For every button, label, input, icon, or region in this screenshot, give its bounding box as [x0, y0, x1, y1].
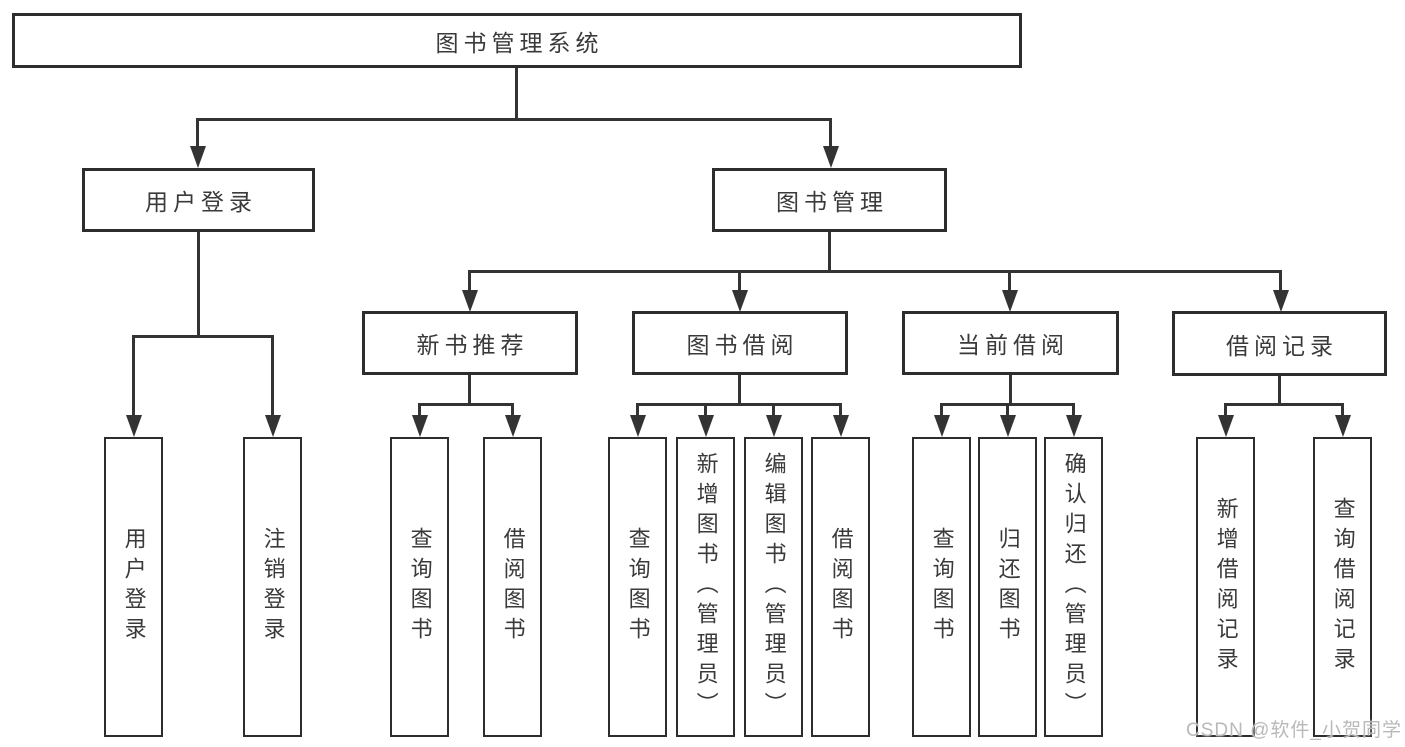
node-current-borrow: 当前借阅: [902, 311, 1119, 375]
arrow-down-icon: [1000, 415, 1016, 437]
arrow-down-icon: [934, 415, 950, 437]
node-user-login: 用户登录: [82, 168, 315, 232]
arrow-down-icon: [462, 290, 478, 312]
node-book-management: 图书管理: [712, 168, 947, 232]
leaf-records-add-record-label: 新增借阅记录: [1213, 497, 1239, 677]
connector-line: [1009, 375, 1012, 406]
arrow-down-icon: [833, 415, 849, 437]
connector-line: [1279, 270, 1282, 291]
leaf-logout-label: 注销登录: [260, 527, 286, 647]
connector-line: [515, 68, 518, 120]
leaf-current-return-books: 归还图书: [978, 437, 1037, 737]
connector-line: [418, 403, 421, 416]
leaf-records-add-record: 新增借阅记录: [1196, 437, 1255, 737]
node-current-borrow-label: 当前借阅: [957, 332, 1069, 358]
connector-line: [704, 403, 707, 416]
leaf-current-query-books-label: 查询图书: [929, 527, 955, 647]
leaf-current-query-books: 查询图书: [912, 437, 971, 737]
connector-line: [468, 375, 471, 406]
arrow-down-icon: [1273, 290, 1289, 312]
connector-line: [132, 335, 135, 416]
leaf-records-query-record: 查询借阅记录: [1313, 437, 1372, 737]
connector-line: [738, 270, 741, 291]
connector-line: [1224, 403, 1227, 416]
leaf-user-login-label: 用户登录: [121, 527, 147, 647]
watermark: CSDN @软件_小贺同学: [1186, 720, 1402, 741]
leaf-borrow-add-books-admin: 新增图书（管理员）: [676, 437, 735, 737]
arrow-down-icon: [1335, 415, 1351, 437]
leaf-borrow-query-books-label: 查询图书: [625, 527, 651, 647]
node-borrow-records: 借阅记录: [1172, 311, 1387, 376]
arrow-down-icon: [732, 290, 748, 312]
connector-line: [1008, 270, 1011, 291]
node-book-borrow-label: 图书借阅: [686, 332, 799, 358]
connector-line: [196, 118, 199, 146]
arrow-down-icon: [505, 415, 521, 437]
connector-line: [1278, 376, 1281, 406]
leaf-borrow-edit-books-admin-label: 编辑图书（管理员）: [761, 452, 787, 722]
arrow-down-icon: [265, 415, 281, 437]
leaf-current-return-books-label: 归还图书: [995, 527, 1021, 647]
leaf-borrow-query-books: 查询图书: [608, 437, 667, 737]
leaf-borrow-borrow-books-label: 借阅图书: [828, 527, 854, 647]
connector-line: [468, 270, 471, 291]
connector-line: [829, 118, 832, 146]
arrow-down-icon: [190, 146, 206, 168]
connector-line: [738, 375, 741, 406]
leaf-user-login: 用户登录: [104, 437, 163, 737]
node-new-book-recommend-label: 新书推荐: [416, 332, 529, 358]
connector-line: [636, 403, 842, 406]
leaf-recommend-borrow-books: 借阅图书: [483, 437, 542, 737]
connector-line: [132, 335, 274, 338]
arrow-down-icon: [698, 415, 714, 437]
node-root-label: 图书管理系统: [435, 29, 604, 56]
node-book-management-label: 图书管理: [776, 189, 888, 215]
arrow-down-icon: [1218, 415, 1234, 437]
arrow-down-icon: [1066, 415, 1082, 437]
node-book-borrow: 图书借阅: [632, 311, 848, 375]
connector-line: [418, 403, 514, 406]
leaf-recommend-borrow-books-label: 借阅图书: [500, 527, 526, 647]
leaf-records-query-record-label: 查询借阅记录: [1330, 497, 1356, 677]
arrow-down-icon: [630, 415, 646, 437]
connector-line: [940, 403, 943, 416]
connector-line: [271, 335, 274, 416]
node-new-book-recommend: 新书推荐: [362, 311, 578, 375]
connector-line: [1006, 403, 1009, 416]
connector-line: [839, 403, 842, 416]
leaf-borrow-borrow-books: 借阅图书: [811, 437, 870, 737]
node-borrow-records-label: 借阅记录: [1226, 332, 1338, 359]
leaf-borrow-edit-books-admin: 编辑图书（管理员）: [744, 437, 803, 737]
connector-line: [511, 403, 514, 416]
connector-line: [197, 232, 200, 338]
arrow-down-icon: [1002, 290, 1018, 312]
arrow-down-icon: [126, 415, 142, 437]
leaf-current-confirm-return-admin-label: 确认归还（管理员）: [1061, 452, 1087, 722]
node-user-login-label: 用户登录: [145, 189, 257, 215]
leaf-logout: 注销登录: [243, 437, 302, 737]
arrow-down-icon: [766, 415, 782, 437]
leaf-borrow-add-books-admin-label: 新增图书（管理员）: [693, 452, 719, 722]
leaf-recommend-query-books-label: 查询图书: [407, 527, 433, 647]
connector-line: [1341, 403, 1344, 416]
connector-line: [1224, 403, 1344, 406]
connector-line: [196, 118, 832, 121]
arrow-down-icon: [823, 146, 839, 168]
connector-line: [636, 403, 639, 416]
connector-line: [828, 232, 831, 273]
arrow-down-icon: [412, 415, 428, 437]
connector-line: [468, 270, 1282, 273]
leaf-recommend-query-books: 查询图书: [390, 437, 449, 737]
connector-line: [772, 403, 775, 416]
leaf-current-confirm-return-admin: 确认归还（管理员）: [1044, 437, 1103, 737]
connector-line: [1072, 403, 1075, 416]
node-root: 图书管理系统: [12, 13, 1022, 68]
